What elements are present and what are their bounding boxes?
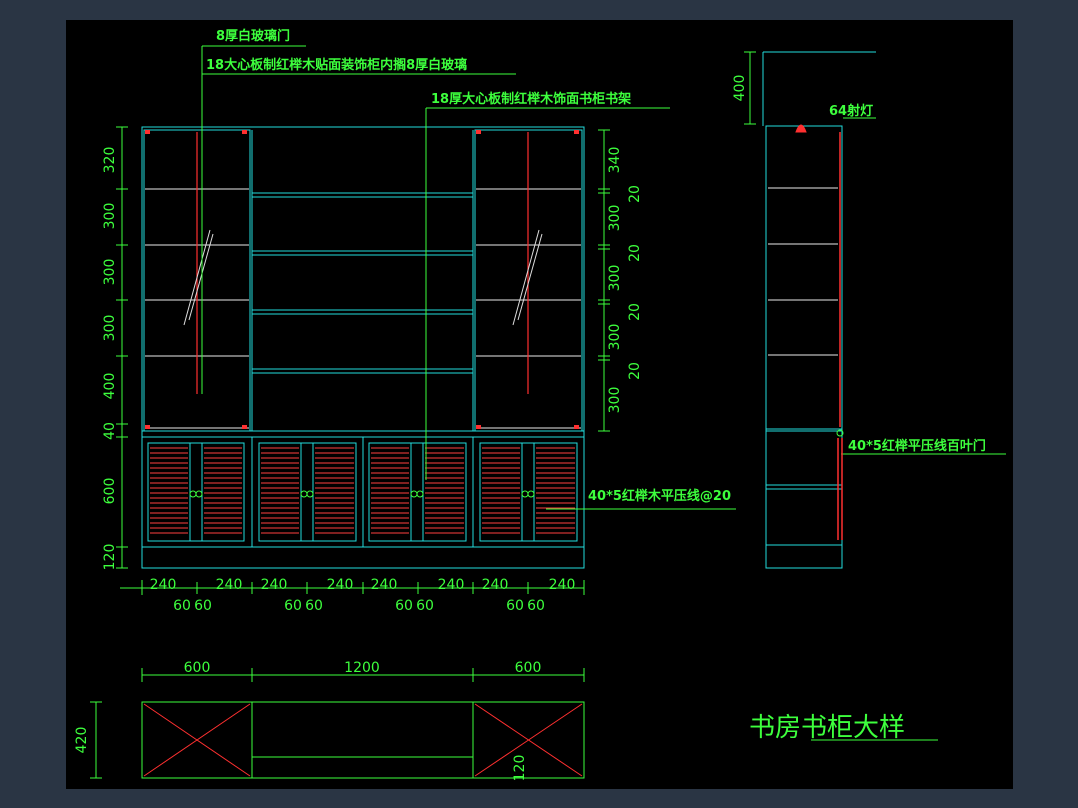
spot-light-icon — [795, 124, 807, 133]
plan-view — [141, 701, 585, 779]
dim-right-gap: 20 — [627, 185, 643, 203]
annotation-texts: 8厚白玻璃门 18大心板制红榉木贴面装饰柜内搁8厚白玻璃 18厚大心板制红榉木饰… — [206, 28, 986, 743]
dim-bottom-width: 240 — [438, 577, 465, 593]
dim-left-height: 40 — [102, 422, 118, 440]
dim-left-height: 320 — [102, 147, 118, 174]
dim-plan-inner: 120 — [512, 755, 528, 782]
dim-bottom-small: 60 — [506, 598, 524, 614]
dim-right-height: 300 — [607, 324, 623, 351]
dim-left-height: 120 — [102, 544, 118, 571]
dim-bottom-small: 60 — [194, 598, 212, 614]
leader-lines — [201, 45, 1006, 510]
dim-right-gap: 20 — [627, 303, 643, 321]
drawing-canvas: 8厚白玻璃门 18大心板制红榉木贴面装饰柜内搁8厚白玻璃 18厚大心板制红榉木饰… — [66, 20, 1013, 789]
dim-bottom-width: 240 — [549, 577, 576, 593]
dim-right-gap: 20 — [627, 362, 643, 380]
door-handles — [189, 490, 535, 498]
dim-bottom-width: 240 — [327, 577, 354, 593]
corner-marks — [145, 130, 579, 429]
label-shelf: 18厚大心板制红榉木饰面书柜书架 — [431, 91, 631, 107]
door-stiles — [189, 443, 535, 541]
dim-bottom-small: 60 — [305, 598, 323, 614]
dim-bottom-small: 60 — [527, 598, 545, 614]
side-red-edge — [837, 132, 843, 540]
plan-cross-marks — [143, 703, 583, 777]
dim-left-height: 300 — [102, 259, 118, 286]
dimension-ticks — [90, 51, 756, 779]
dim-left-height: 600 — [102, 478, 118, 505]
front-elevation — [141, 126, 585, 569]
dimension-texts: 3203003003004004060012034030030030030020… — [74, 75, 748, 782]
label-inner-panel: 18大心板制红榉木贴面装饰柜内搁8厚白玻璃 — [206, 57, 467, 73]
dim-right-gap: 20 — [627, 244, 643, 262]
label-louver-door: 40*5红榉平压线百叶门 — [848, 438, 986, 454]
dim-right-height: 340 — [607, 147, 623, 174]
dim-plan-width: 600 — [184, 660, 211, 676]
drawing-title: 书房书柜大样 — [749, 713, 905, 743]
dim-bottom-small: 60 — [395, 598, 413, 614]
dim-bottom-width: 240 — [482, 577, 509, 593]
dim-bottom-small: 60 — [173, 598, 191, 614]
dim-bottom-small: 60 — [284, 598, 302, 614]
glass-reflection-marks — [183, 229, 543, 326]
dim-left-height: 300 — [102, 315, 118, 342]
dim-plan-width: 1200 — [344, 660, 380, 676]
dim-left-height: 300 — [102, 203, 118, 230]
dim-plan-width: 600 — [515, 660, 542, 676]
side-elevation — [762, 51, 876, 569]
dim-bottom-small: 60 — [416, 598, 434, 614]
label-trim-line: 40*5红榉木平压线@20 — [588, 488, 731, 504]
dim-bottom-width: 240 — [261, 577, 288, 593]
trim-marker-icon — [836, 429, 844, 437]
label-spot-light: 64射灯 — [829, 103, 873, 119]
dim-bottom-width: 240 — [216, 577, 243, 593]
cad-drawing: 8厚白玻璃门 18大心板制红榉木贴面装饰柜内搁8厚白玻璃 18厚大心板制红榉木饰… — [74, 28, 1006, 782]
dim-plan-depth: 420 — [74, 727, 90, 754]
dim-right-height: 300 — [607, 205, 623, 232]
louver-slats — [150, 447, 575, 534]
dim-bottom-width: 240 — [150, 577, 177, 593]
glass-shelves — [145, 188, 581, 429]
door-hinge-lines — [196, 132, 529, 394]
dim-right-height: 300 — [607, 265, 623, 292]
dim-side-top: 400 — [732, 75, 748, 102]
dim-bottom-width: 240 — [371, 577, 398, 593]
label-glass-door: 8厚白玻璃门 — [216, 28, 290, 44]
side-shelves — [768, 187, 838, 356]
dim-left-height: 400 — [102, 373, 118, 400]
dim-right-height: 300 — [607, 387, 623, 414]
